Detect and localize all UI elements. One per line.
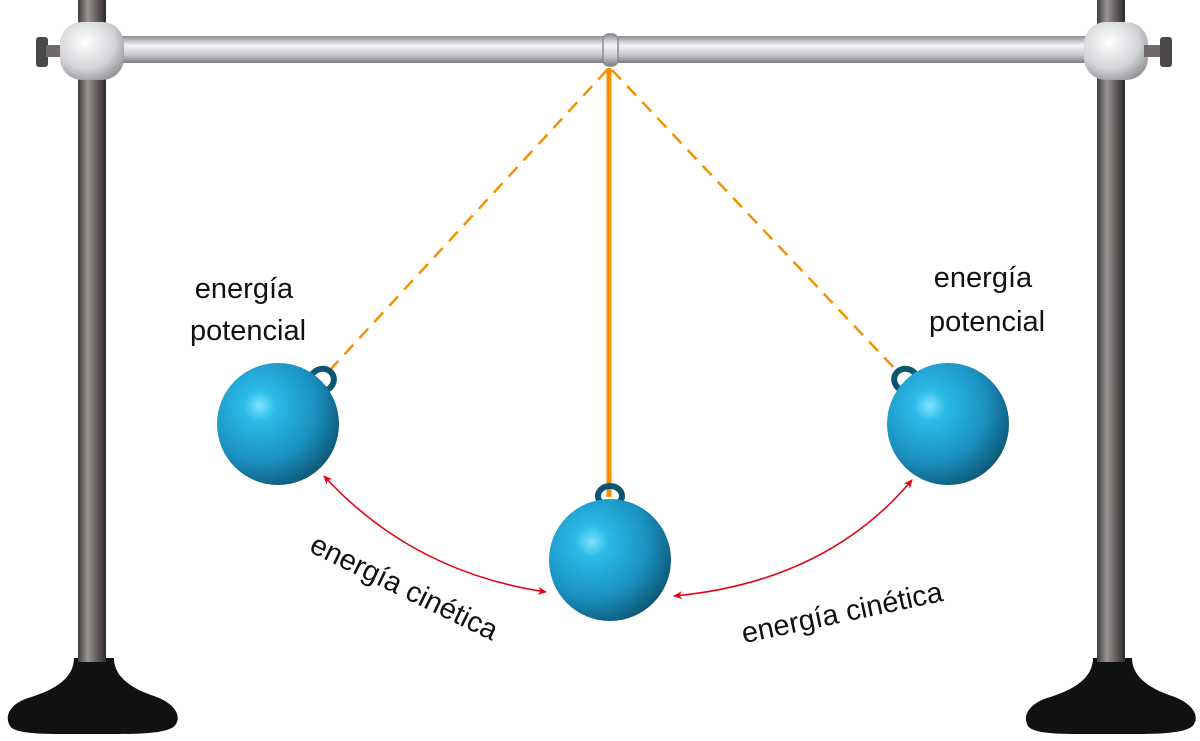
left-clamp-body — [60, 22, 124, 80]
right-kinetic-arrow — [673, 479, 913, 600]
right-clamp-knob — [1160, 37, 1172, 67]
right-stand — [1025, 0, 1196, 734]
kinetic-label-right: energía cinética — [739, 576, 947, 650]
potential-label-right: energía potencial — [929, 262, 1045, 338]
left-string-dashed — [329, 69, 608, 371]
left-bob — [217, 363, 339, 485]
potential-label-left: energía potencial — [190, 273, 306, 347]
right-clamp — [1084, 22, 1172, 80]
right-clamp-screw — [1144, 45, 1164, 57]
left-clamp-knob — [36, 37, 48, 67]
left-clamp — [36, 22, 124, 80]
left-bob-ball — [217, 363, 339, 485]
right-string-dashed — [611, 69, 897, 371]
potential-label-left-line1: energía — [195, 273, 294, 305]
right-clamp-body — [1084, 22, 1148, 80]
potential-label-right-line2: potencial — [929, 306, 1045, 338]
left-kinetic-arrow — [323, 475, 547, 595]
kinetic-label-left: energía cinética — [305, 529, 504, 648]
potential-label-left-line2: potencial — [190, 315, 306, 347]
left-pole — [78, 0, 106, 662]
left-stand-base — [7, 658, 178, 734]
potential-label-right-line1: energía — [934, 262, 1033, 294]
left-stand — [7, 0, 178, 734]
crossbar — [105, 33, 1105, 67]
right-stand-base — [1025, 658, 1196, 734]
right-pole — [1097, 0, 1125, 662]
center-bob-ball — [549, 499, 671, 621]
right-bob — [887, 363, 1009, 485]
pivot-ring — [602, 33, 619, 67]
right-bob-ball — [887, 363, 1009, 485]
center-bob — [549, 483, 671, 621]
